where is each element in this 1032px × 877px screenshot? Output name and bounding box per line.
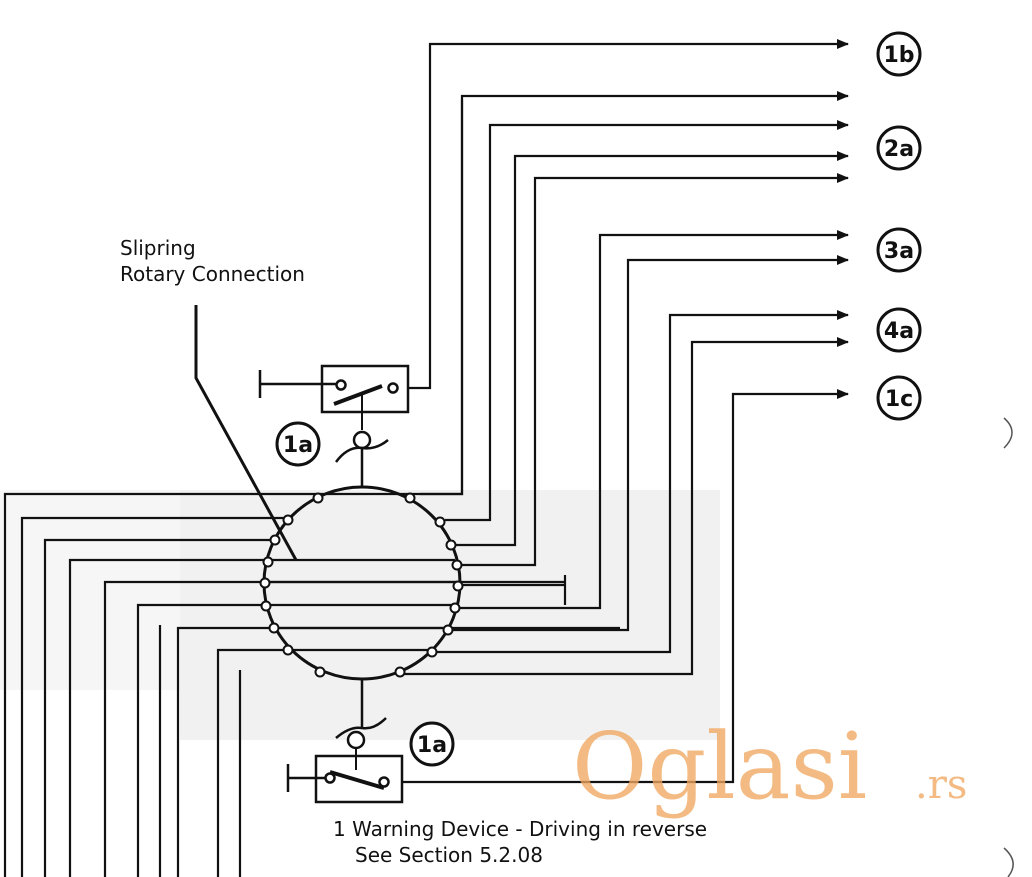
switch-tag-upper: 1a [275,421,321,467]
caption-line-2: See Section 5.2.08 [355,843,543,867]
caption-line-1: 1 Warning Device - Driving in reverse [333,817,707,841]
watermark-logo: Oglasi [572,713,867,820]
scan-mark [1003,847,1014,877]
svg-text:3a: 3a [884,239,914,264]
upper-switch [258,364,410,488]
slipring-label: Slipring [120,236,196,260]
svg-text:2a: 2a [884,137,914,162]
svg-text:1b: 1b [883,43,914,68]
svg-text:4a: 4a [884,319,914,344]
svg-text:1a: 1a [417,733,447,758]
scan-mark [1003,417,1013,449]
output-tag-4a: 4a [876,307,922,353]
output-tag-2a: 2a [876,125,922,171]
output-tag-1c: 1c [876,375,922,421]
label-pointer [194,305,298,561]
scan-shading [0,490,720,740]
output-wires [400,39,849,784]
output-tag-3a: 3a [876,227,922,273]
watermark-tld: .rs [915,762,967,808]
svg-text:1c: 1c [885,387,913,412]
switch-tag-lower: 1a [409,721,455,767]
svg-text:1a: 1a [283,433,313,458]
lower-switch [286,680,404,804]
output-tag-1b: 1b [876,31,922,77]
left-wires [3,100,620,877]
rotary-connection-label: Rotary Connection [120,262,305,286]
